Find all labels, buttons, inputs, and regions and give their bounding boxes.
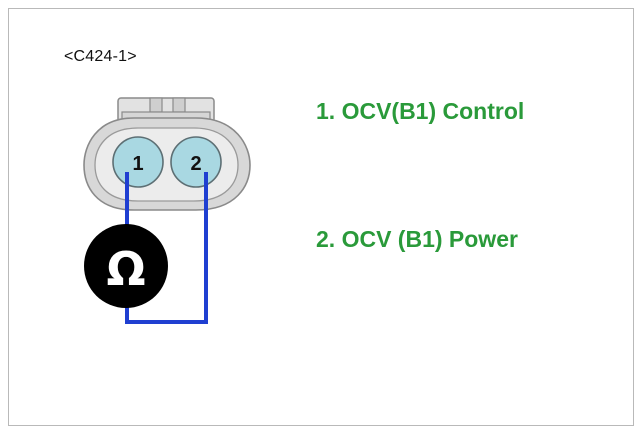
pin-2: 2 <box>170 136 222 188</box>
pin-1-number: 1 <box>132 153 143 175</box>
ohmmeter-icon: Ω <box>84 224 168 308</box>
connector-id-label: <C424-1> <box>64 48 137 65</box>
pin-1: 1 <box>112 136 164 188</box>
pin-2-label: 2. OCV (B1) Power <box>316 226 518 252</box>
diagram-frame <box>8 8 634 426</box>
pin-2-number: 2 <box>190 153 201 175</box>
pin-1-label: 1. OCV(B1) Control <box>316 98 525 124</box>
ohm-symbol: Ω <box>106 242 145 296</box>
